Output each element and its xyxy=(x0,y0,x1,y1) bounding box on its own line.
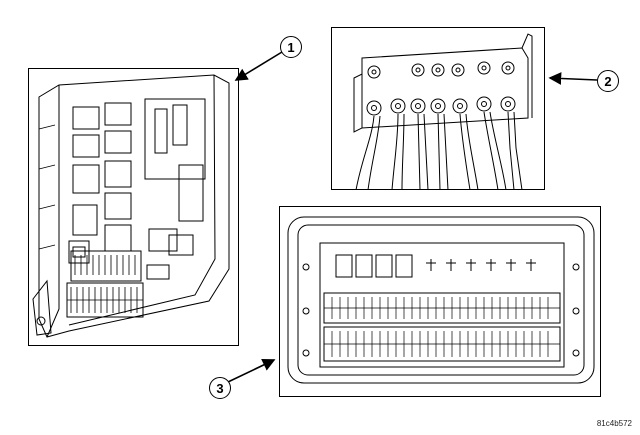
fuse-center-drawing xyxy=(287,216,595,384)
panel-1-module-view xyxy=(28,68,239,346)
figure-code: 81c4b572 xyxy=(596,419,632,428)
panel-3-fuse-center-view xyxy=(279,206,601,397)
callout-2: 2 xyxy=(597,70,619,92)
module-drawing xyxy=(32,74,230,338)
panel-2-terminal-view xyxy=(331,27,545,190)
callout-3: 3 xyxy=(209,377,231,399)
leader-arrow-3 xyxy=(227,359,276,383)
callout-1: 1 xyxy=(280,36,302,58)
leader-arrow-2 xyxy=(548,72,598,85)
terminal-drawing xyxy=(353,33,533,189)
leader-arrow-1 xyxy=(234,51,283,81)
